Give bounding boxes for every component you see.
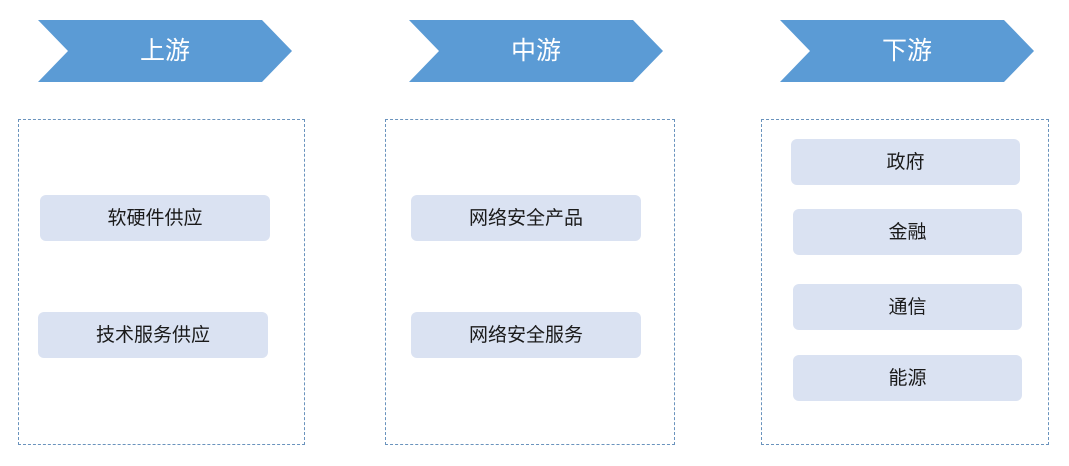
upstream-item-tech-services: 技术服务供应 (38, 312, 268, 358)
stage-midstream: 中游 (409, 20, 663, 82)
upstream-item-hardware-software: 软硬件供应 (40, 195, 270, 241)
stage-title: 中游 (510, 36, 561, 65)
chevron-arrow-shape (409, 20, 663, 82)
downstream-item-energy: 能源 (793, 355, 1022, 401)
downstream-item-telecom: 通信 (793, 284, 1022, 330)
downstream-panel (761, 119, 1049, 445)
downstream-item-finance: 金融 (793, 209, 1022, 255)
midstream-item-security-products: 网络安全产品 (411, 195, 641, 241)
chevron-arrow-shape (38, 20, 292, 82)
stage-title: 下游 (881, 36, 932, 65)
stage-title: 上游 (139, 36, 190, 65)
chevron-arrow-shape (780, 20, 1034, 82)
stage-upstream: 上游 (38, 20, 292, 82)
midstream-item-security-services: 网络安全服务 (411, 312, 641, 358)
stage-downstream: 下游 (780, 20, 1034, 82)
upstream-panel (18, 119, 305, 445)
downstream-item-government: 政府 (791, 139, 1020, 185)
midstream-panel (385, 119, 675, 445)
